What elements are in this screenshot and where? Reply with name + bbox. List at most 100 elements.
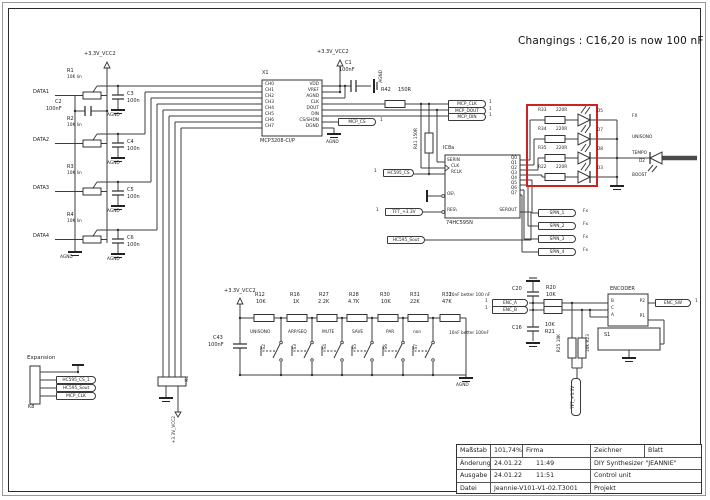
val-r4: 10K lin: [67, 219, 82, 224]
x1-pin-cs: CS/SHDN: [299, 118, 319, 123]
flag-hc595-cs: HC595_CS: [383, 169, 414, 177]
val-r3: 10K lin: [67, 171, 82, 176]
ref-c2: C2: [55, 99, 62, 105]
val-r20: 10K: [546, 292, 556, 298]
spin-2-dest: Fx: [583, 222, 589, 227]
val-r16: 1K: [293, 299, 300, 305]
ref-r22: R22: [538, 165, 547, 170]
ref-r41: R41 150R: [414, 128, 419, 150]
ic8a-pin-rclk: RCLK: [451, 170, 462, 175]
x1-pin-ch4: CH4: [265, 106, 274, 111]
ref-r1: R1: [67, 68, 74, 74]
count-hc595-cs: 1: [374, 169, 377, 174]
val-r27: 2.2K: [318, 299, 330, 305]
vcc2-label-top-chip: +3.3V_VCC2: [317, 49, 349, 55]
ic8a-pin-serin: SERIN: [447, 158, 460, 163]
ref-r12: R12: [255, 292, 265, 298]
enc-pin-a: A: [611, 313, 614, 318]
ref-d2: D2: [639, 159, 646, 164]
ref-d7: D7: [597, 128, 604, 133]
ic8a-pin-q4: Q4: [510, 176, 517, 181]
count-mcp-din: 1: [489, 113, 492, 118]
zeichner-label: Zeichner: [591, 445, 645, 458]
ref-s6: S6: [384, 344, 389, 350]
ausgabe-time: 11:51: [536, 472, 555, 480]
btn-label-arpseq: ARP/SEQ: [288, 330, 307, 335]
x1-pin-ch6: CH6: [265, 118, 274, 123]
x1-pin-agnd: AGND: [306, 94, 319, 99]
ref-k8: K8: [28, 404, 35, 410]
ic8a-pin-q6: Q6: [510, 186, 517, 191]
ic8a-pin-serout: SEROUT: [499, 208, 517, 213]
count-enc-b: 1: [485, 306, 488, 311]
val-r2: 10K lin: [67, 123, 82, 128]
net-data1: DATA1: [33, 89, 50, 95]
massstab-value: 101,74%: [491, 445, 523, 458]
flag-enc-b: ENC_B: [492, 306, 528, 314]
ref-d3: D3: [597, 166, 604, 171]
led-label-tempo: TEMPO: [632, 151, 648, 156]
val-c43: 100nF: [208, 342, 224, 348]
part-ic8a: 74HC595N: [446, 220, 473, 226]
spin-1-dest: Fx: [583, 209, 589, 214]
count-mcp-clk: 1: [489, 100, 492, 105]
val-r42: 150R: [398, 87, 412, 93]
val-r12: 10K: [256, 299, 266, 305]
flag-spin-1: SPIN_1: [538, 209, 576, 217]
ref-s4: S4: [323, 344, 328, 350]
btn-label-par: PAR: [386, 330, 395, 335]
x1-pin-ch1: CH1: [265, 88, 274, 93]
led-label-unisono: UNISONO: [632, 135, 653, 140]
ic8a-pin-q7: Q7: [510, 191, 517, 196]
ref-x1: X1: [262, 70, 269, 76]
ref-r4: R4: [67, 212, 74, 218]
title-block: Maßstab 101,74% Firma Zeichner Blatt Änd…: [456, 444, 702, 494]
enc-pin-p2: P2: [639, 299, 645, 304]
highlight-box-led-resistors: [526, 104, 598, 187]
ref-r16: R16: [290, 292, 300, 298]
ref-c6: C6: [127, 235, 134, 241]
ref-c3: C3: [127, 91, 134, 97]
val-r28: 4.7K: [348, 299, 360, 305]
ref-s3: S3: [293, 344, 298, 350]
ref-r35: R35: [538, 146, 547, 151]
title-block-row-1: Maßstab 101,74% Firma Zeichner Blatt: [457, 445, 701, 458]
flag-exp-hc595-cs1: HC595_CS_1: [56, 376, 96, 384]
val-r22: 220R: [556, 165, 568, 170]
gnd-agnd-c3: AGND: [107, 113, 120, 118]
net-data2: DATA2: [33, 137, 50, 143]
val-r35: 220R: [556, 146, 568, 151]
x1-pin-dgnd: DGND: [305, 124, 319, 129]
ic8a-pin-res: RES\: [447, 208, 457, 213]
gnd-agnd-x1: AGND: [326, 140, 339, 145]
datei-value: Jeannie-V101-V1-02.T3001: [491, 482, 591, 494]
flag-tft-33v-vertical: TFT_+3.3V: [571, 378, 581, 416]
x1-pin-clk: CLK: [310, 100, 319, 105]
net-data3: DATA3: [33, 185, 50, 191]
enc-pin-c: C: [611, 306, 615, 311]
ref-s5: S5: [353, 344, 358, 350]
ref-s7: S7: [414, 344, 419, 350]
ref-c1: C1: [345, 60, 352, 66]
flag-spin-4: SPIN_4: [538, 248, 576, 256]
ref-k4: K4: [185, 376, 190, 382]
ic8a-pin-clk: CLK: [451, 164, 460, 169]
ref-c16: C16: [512, 325, 522, 331]
part-encoder: ENCODER: [610, 286, 635, 292]
gnd-agnd-c1: AGND: [379, 70, 384, 83]
ic8a-pin-q0: Q0: [510, 156, 517, 161]
flag-exp-mcp-clk: MCP_CLK: [56, 392, 96, 400]
ref-r21: R21: [545, 329, 555, 335]
x1-pin-ch7: CH7: [265, 124, 274, 129]
enc-pin-b: B: [611, 299, 614, 304]
flag-exp-hc595-sout: HC595_Sout: [56, 384, 96, 392]
val-r33: 220R: [556, 108, 568, 113]
flag-enc-sw: ENC_SW: [655, 299, 691, 307]
ref-d5: D5: [597, 109, 604, 114]
enc-pin-p1: P1: [639, 314, 645, 319]
